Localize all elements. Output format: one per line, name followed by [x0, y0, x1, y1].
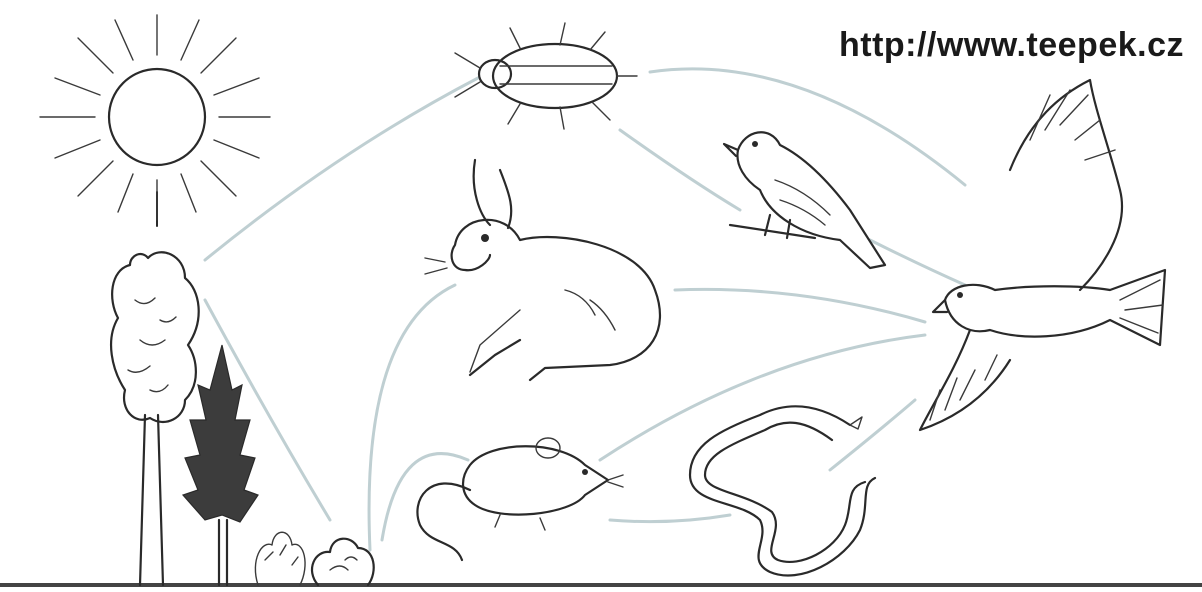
- mouse-icon: [417, 438, 623, 560]
- deciduous-tree-icon: [111, 252, 199, 585]
- rabbit-icon: [425, 160, 660, 380]
- edges: [157, 69, 965, 550]
- edge-tree-beetle: [205, 78, 478, 260]
- edge-shrubs-rabbit: [369, 285, 455, 550]
- edge-mouse-eagle: [600, 335, 925, 460]
- edge-snake-eagle: [830, 400, 915, 470]
- beetle-icon: [455, 23, 637, 129]
- edge-beetle-eagle: [650, 69, 965, 185]
- edge-mouse-snake: [610, 515, 730, 522]
- shrub-icon: [255, 532, 373, 585]
- sun-icon: [40, 15, 270, 220]
- eagle-icon: [920, 80, 1165, 430]
- edge-beetle-songbird: [620, 130, 740, 210]
- snake-icon: [690, 406, 875, 575]
- edge-shrubs-mouse: [382, 454, 468, 540]
- watermark: http://www.teepek.cz: [839, 26, 1184, 65]
- edge-rabbit-eagle: [675, 289, 925, 322]
- songbird-icon: [724, 132, 885, 268]
